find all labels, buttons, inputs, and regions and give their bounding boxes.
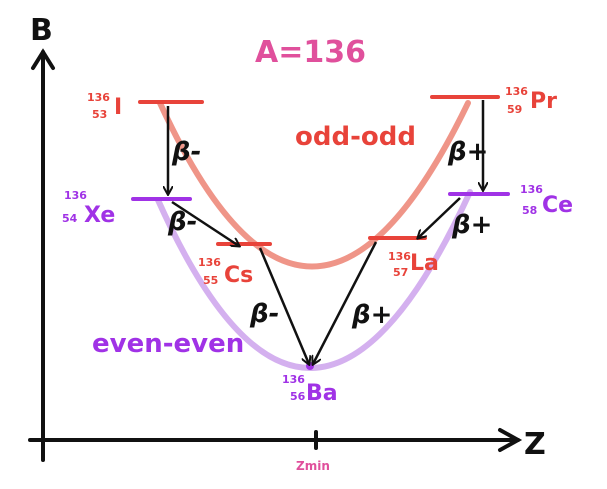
arrow-La-Ba — [313, 241, 378, 364]
x-axis-arrowhead — [498, 428, 523, 452]
decay-label-Cs-Ba: β- — [249, 299, 279, 329]
nuclide-charge: 57 — [393, 266, 408, 279]
nuclide-mass: 136 — [87, 91, 110, 104]
nuclide-Ba: 136 56 Ba — [282, 373, 338, 406]
odd-odd-label: odd-odd — [295, 122, 416, 152]
nuclide-symbol: Cs — [224, 263, 253, 288]
nuclide-charge: 55 — [203, 274, 218, 287]
nuclide-symbol: La — [410, 251, 439, 276]
nuclide-symbol: Ce — [542, 193, 573, 218]
y-axis-label: B — [30, 13, 53, 48]
nuclide-I: 136 53 I — [87, 91, 122, 121]
nuclide-mass: 136 — [520, 183, 543, 196]
nuclide-charge: 54 — [62, 212, 78, 225]
nuclide-mass: 136 — [388, 250, 411, 263]
nuclide-symbol: Ba — [306, 381, 338, 406]
nuclide-charge: 59 — [507, 103, 522, 116]
decay-label-Xe-Cs: β- — [167, 207, 197, 237]
nuclide-Xe: 136 54 Xe — [62, 189, 115, 228]
nuclide-Cs: 136 55 Cs — [198, 256, 253, 288]
axes — [28, 48, 523, 462]
nuclide-charge: 56 — [290, 390, 306, 403]
y-axis-arrowhead — [31, 48, 55, 70]
x-axis-label: Z — [524, 427, 546, 462]
decay-label-I-Xe: β- — [171, 137, 201, 167]
nuclide-mass: 136 — [198, 256, 221, 269]
decay-label-Pr-Ce: β+ — [447, 137, 488, 167]
decay-label-Ce-La: β+ — [451, 210, 492, 240]
decay-arrows — [168, 100, 483, 364]
nuclide-symbol: I — [114, 95, 122, 120]
nuclide-symbol: Pr — [530, 89, 557, 114]
zmin-label: Zmin — [296, 459, 330, 473]
nuclide-mass: 136 — [64, 189, 87, 202]
nuclide-mass: 136 — [282, 373, 305, 386]
arrow-Ce-La — [418, 197, 461, 238]
nuclide-charge: 58 — [522, 204, 537, 217]
even-even-label: even-even — [92, 329, 244, 359]
arrow-Cs-Ba — [258, 247, 309, 364]
decay-label-La-Ba: β+ — [351, 300, 392, 330]
nuclide-Ce: 136 58 Ce — [520, 183, 573, 218]
nuclide-Pr: 136 59 Pr — [505, 85, 557, 116]
diagram-title: A=136 — [255, 35, 366, 70]
odd-odd-parabola — [157, 100, 471, 270]
energy-levels — [131, 95, 510, 246]
arrow-Xe-Cs — [171, 200, 239, 246]
nuclide-symbol: Xe — [84, 203, 115, 228]
nuclide-mass: 136 — [505, 85, 528, 98]
nuclide-charge: 53 — [92, 108, 107, 121]
nuclide-La: 136 57 La — [388, 250, 439, 279]
